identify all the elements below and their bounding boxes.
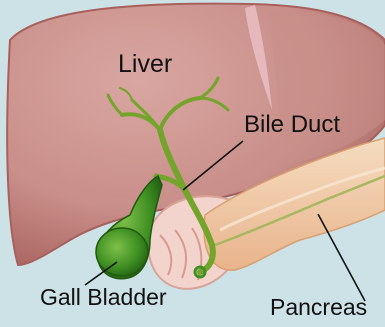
- gall-bladder-label: Gall Bladder: [40, 286, 167, 309]
- gall-bladder-fundus: [96, 228, 148, 276]
- liver-label: Liver: [118, 52, 172, 77]
- bile-duct-label: Bile Duct: [244, 113, 340, 137]
- pancreas-label: Pancreas: [270, 296, 367, 319]
